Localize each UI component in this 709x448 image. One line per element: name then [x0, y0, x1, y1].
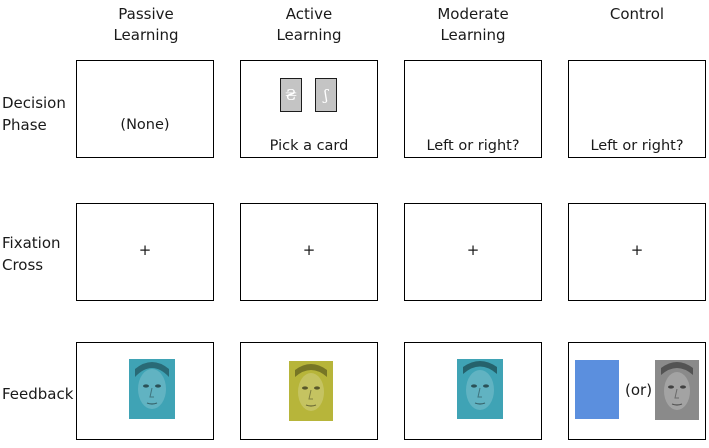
- fixation-cross-active: +: [302, 241, 316, 259]
- decision-caption-active: Pick a card: [269, 138, 349, 154]
- fixation-panel-control: +: [568, 203, 706, 301]
- blue-square: [575, 360, 619, 419]
- column-header-passive-line2: Learning: [113, 26, 179, 44]
- decision-caption-passive: (None): [120, 117, 170, 133]
- row-label-decision-line2: Phase: [2, 116, 47, 134]
- decision-panel-moderate: Left or right?: [404, 60, 542, 158]
- feedback-panel-moderate: [404, 342, 542, 440]
- fixation-panel-passive: +: [76, 203, 214, 301]
- face-image-yellow: [289, 361, 333, 421]
- card-right-symbol: ʃ: [323, 86, 329, 104]
- fixation-cross-moderate: +: [466, 241, 480, 259]
- fixation-panel-moderate: +: [404, 203, 542, 301]
- feedback-panel-control: (or): [568, 342, 706, 440]
- card-left: ₴: [280, 78, 302, 112]
- row-label-fixation: Fixation Cross: [2, 232, 61, 276]
- row-label-feedback-text: Feedback: [2, 385, 74, 403]
- face-image-cyan: [129, 359, 175, 419]
- decision-caption-control: Left or right?: [590, 138, 684, 154]
- fixation-cross-control: +: [630, 241, 644, 259]
- row-label-fixation-line2: Cross: [2, 256, 44, 274]
- decision-panel-passive: (None): [76, 60, 214, 158]
- fixation-cross-passive: +: [138, 241, 152, 259]
- row-label-feedback: Feedback: [2, 383, 73, 405]
- decision-panel-control: Left or right?: [568, 60, 706, 158]
- column-header-active-line1: Active: [285, 5, 333, 23]
- card-left-symbol: ₴: [285, 86, 297, 104]
- feedback-panel-passive: [76, 342, 214, 440]
- column-header-active-line2: Learning: [276, 26, 342, 44]
- feedback-panel-active: [240, 342, 378, 440]
- face-image-gray: [655, 360, 699, 420]
- face-image-cyan-2: [457, 359, 503, 419]
- row-label-fixation-line1: Fixation: [2, 234, 61, 252]
- row-label-decision: Decision Phase: [2, 92, 66, 136]
- column-header-passive: Passive Learning: [71, 4, 221, 46]
- decision-panel-active: ₴ ʃ Pick a card: [240, 60, 378, 158]
- column-header-moderate-line1: Moderate: [437, 5, 509, 23]
- row-label-decision-line1: Decision: [2, 94, 66, 112]
- column-header-active: Active Learning: [234, 4, 384, 46]
- column-header-passive-line1: Passive: [118, 5, 174, 23]
- column-header-control-line1: Control: [609, 5, 665, 23]
- or-label: (or): [625, 381, 653, 399]
- column-header-moderate: Moderate Learning: [398, 4, 548, 46]
- column-header-control: Control: [562, 4, 709, 25]
- fixation-panel-active: +: [240, 203, 378, 301]
- decision-caption-moderate: Left or right?: [426, 138, 520, 154]
- card-right: ʃ: [315, 78, 337, 112]
- column-header-moderate-line2: Learning: [440, 26, 506, 44]
